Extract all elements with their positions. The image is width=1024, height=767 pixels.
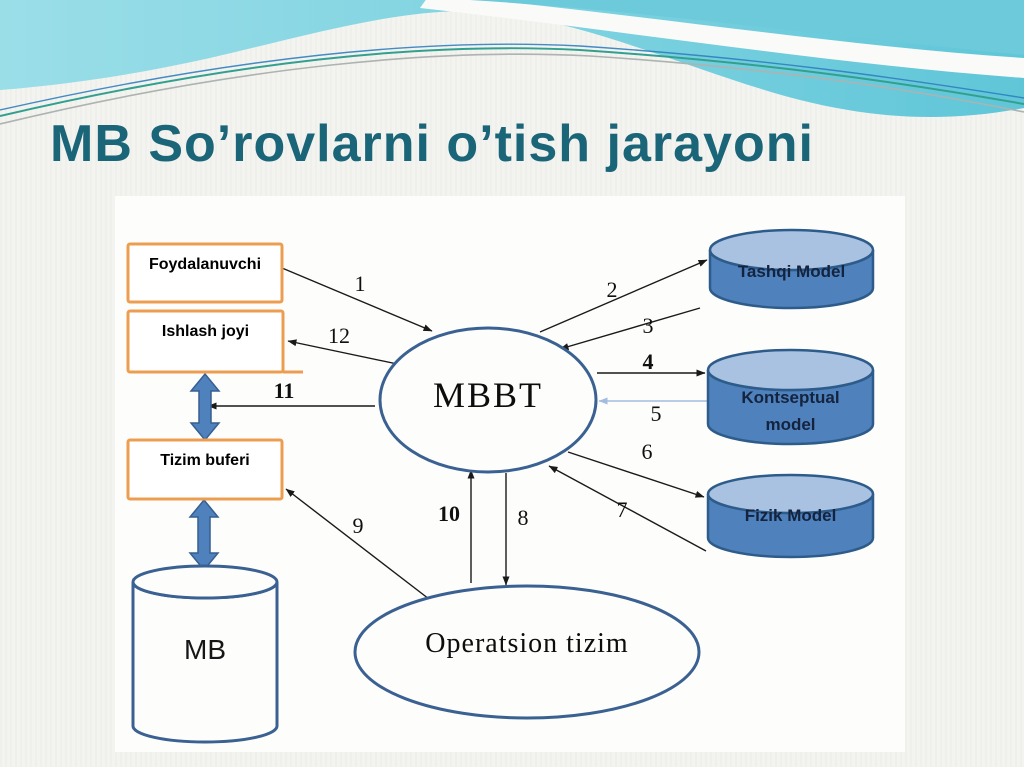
link-ishlash-tizim-double-arrow (189, 372, 221, 442)
ishlash-joyi-box (126, 309, 285, 374)
arrow-5-number: 5 (650, 401, 662, 426)
arrow-12-number: 12 (328, 323, 350, 348)
arrow-2-line (539, 259, 708, 333)
header-thin-line-blue (0, 43, 1024, 111)
arrow-7-number: 7 (616, 497, 628, 522)
slide-title: MB So’rovlarni o’tish jarayoni (50, 115, 814, 173)
kontseptual-model-cylinder-top (706, 348, 875, 392)
arrow-3-number: 3 (642, 313, 654, 338)
arrow-2-number: 2 (606, 277, 618, 302)
arrow-10-number: 10 (438, 501, 460, 526)
tashqi-model-label: Tashqi Model (737, 262, 846, 281)
diagram-canvas: Foydalanuvchi Ishlash joyi Tizim buferi … (115, 196, 905, 752)
arrow-3-line (559, 307, 701, 350)
mbbt-label: MBBT (432, 375, 544, 415)
foydalanuvchi-box (126, 242, 284, 304)
arrow-9-line (285, 488, 430, 600)
arrow-4-number: 4 (642, 349, 654, 374)
kontseptual-model-label: Kontseptual model (741, 388, 840, 434)
header-main-teal-band (0, 0, 1024, 118)
tizim-buferi-box (126, 438, 284, 501)
arrow-1-number: 1 (354, 271, 366, 296)
arrow-1-line (281, 267, 433, 332)
ishlash-joyi-label: Ishlash joyi (161, 323, 250, 340)
arrow-6-number: 6 (641, 439, 653, 464)
tizim-buferi-label: Tizim buferi (160, 452, 250, 469)
tashqi-model-cylinder-top (708, 228, 875, 272)
link-tizim-mb-double-arrow (188, 498, 220, 572)
header-wave-decoration (0, 0, 1024, 125)
arrow-9-number: 9 (352, 513, 364, 538)
arrow-7-line (548, 465, 707, 552)
header-top-teal-band (470, 0, 1024, 55)
operatsion-tizim-label: Operatsion tizim (425, 628, 629, 659)
foydalanuvchi-label: Foydalanuvchi (148, 256, 262, 273)
header-thin-line-gray (0, 53, 1024, 125)
arrow-8-number: 8 (517, 505, 529, 530)
header-thin-line-green (0, 47, 1024, 117)
diagram-shapes (126, 228, 875, 744)
mb-cylinder-top (131, 564, 279, 600)
operatsion-tizim-ellipse (353, 584, 701, 720)
mb-label: MB (184, 634, 226, 665)
arrow-11-number: 11 (273, 378, 295, 403)
fizik-model-label: Fizik Model (744, 506, 837, 525)
header-white-stripe (420, 0, 1024, 78)
mbbt-ellipse (378, 326, 598, 474)
arrow-6-line (567, 451, 705, 498)
fizik-model-cylinder-top (706, 473, 875, 515)
